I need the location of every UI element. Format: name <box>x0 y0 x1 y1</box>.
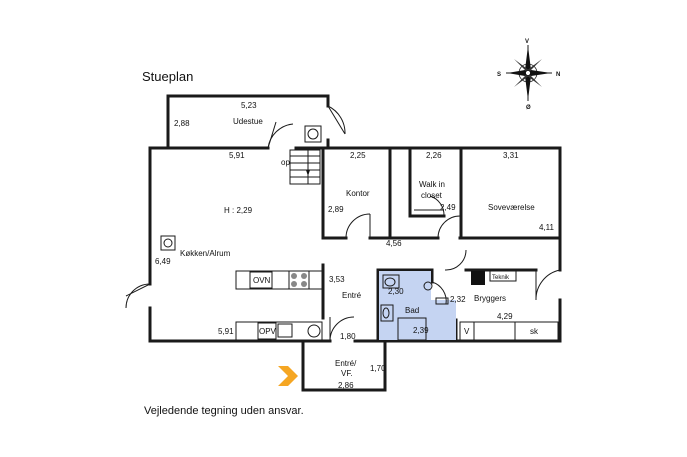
room-entre-vf-2: VF. <box>341 369 353 378</box>
dim-hall-w: 4,56 <box>386 239 402 248</box>
dim-bryg-w: 4,29 <box>497 312 513 321</box>
disclaimer: Vejledende tegning uden ansvar. <box>144 405 304 417</box>
dim-vf-h: 1,70 <box>370 364 386 373</box>
room-kontor: Kontor <box>346 189 370 198</box>
dim-sove-h: 4,11 <box>539 223 555 232</box>
entrance-arrow-icon <box>278 366 298 386</box>
dim-alrum-h: 6,49 <box>155 257 171 266</box>
plan-title: Stueplan <box>142 69 193 84</box>
room-walkin-2: closet <box>421 191 443 200</box>
room-walkin-1: Walk in <box>419 180 445 189</box>
stairs-op-label: op <box>281 158 290 167</box>
compass-n: N <box>556 72 560 78</box>
dim-walkin-w: 2,26 <box>426 151 442 160</box>
cabinet-label: sk <box>530 327 539 336</box>
room-kokken: Køkken/Alrum <box>180 249 231 258</box>
compass-v: V <box>525 39 529 45</box>
doors <box>125 105 561 342</box>
compass-o: Ø <box>526 105 531 111</box>
room-bad: Bad <box>405 306 419 315</box>
dim-entre-w: 1,80 <box>340 332 356 341</box>
walls <box>148 94 562 392</box>
stairs <box>289 149 321 185</box>
room-udestue: Udestue <box>233 117 263 126</box>
room-bryggers: Bryggers <box>474 294 506 303</box>
ceiling-height: H : 2,29 <box>224 206 253 215</box>
dim-bad-w: 2,39 <box>413 326 429 335</box>
room-sovevaerelse: Soveværelse <box>488 203 535 212</box>
dim-udestue-w: 5,23 <box>241 101 257 110</box>
dim-sove-w: 3,31 <box>503 151 519 160</box>
dim-alrum-top: 5,91 <box>229 151 245 160</box>
dishwasher-label: OPV <box>259 327 277 336</box>
dim-bad-h: 2,30 <box>388 287 404 296</box>
oven-label: OVN <box>253 276 271 285</box>
compass-s: S <box>497 72 501 78</box>
dim-bryg-h: 2,32 <box>450 295 466 304</box>
fixtures <box>160 125 559 341</box>
dim-kontor-h: 2,89 <box>328 205 344 214</box>
room-entre-vf-1: Entré/ <box>335 359 357 368</box>
windows <box>148 94 562 343</box>
dim-alrum-bottom: 5,91 <box>218 327 234 336</box>
dim-entre-h: 3,53 <box>329 275 345 284</box>
compass-rose-icon: V S N Ø <box>497 39 560 111</box>
dim-udestue-h: 2,88 <box>174 119 190 128</box>
washer-label: V <box>464 327 470 336</box>
dim-vf-w: 2,86 <box>338 381 354 390</box>
teknik-label: Teknik <box>492 275 510 281</box>
dim-walkin-h: 2,49 <box>440 203 456 212</box>
dim-kontor-w: 2,25 <box>350 151 366 160</box>
room-entre: Entré <box>342 291 362 300</box>
